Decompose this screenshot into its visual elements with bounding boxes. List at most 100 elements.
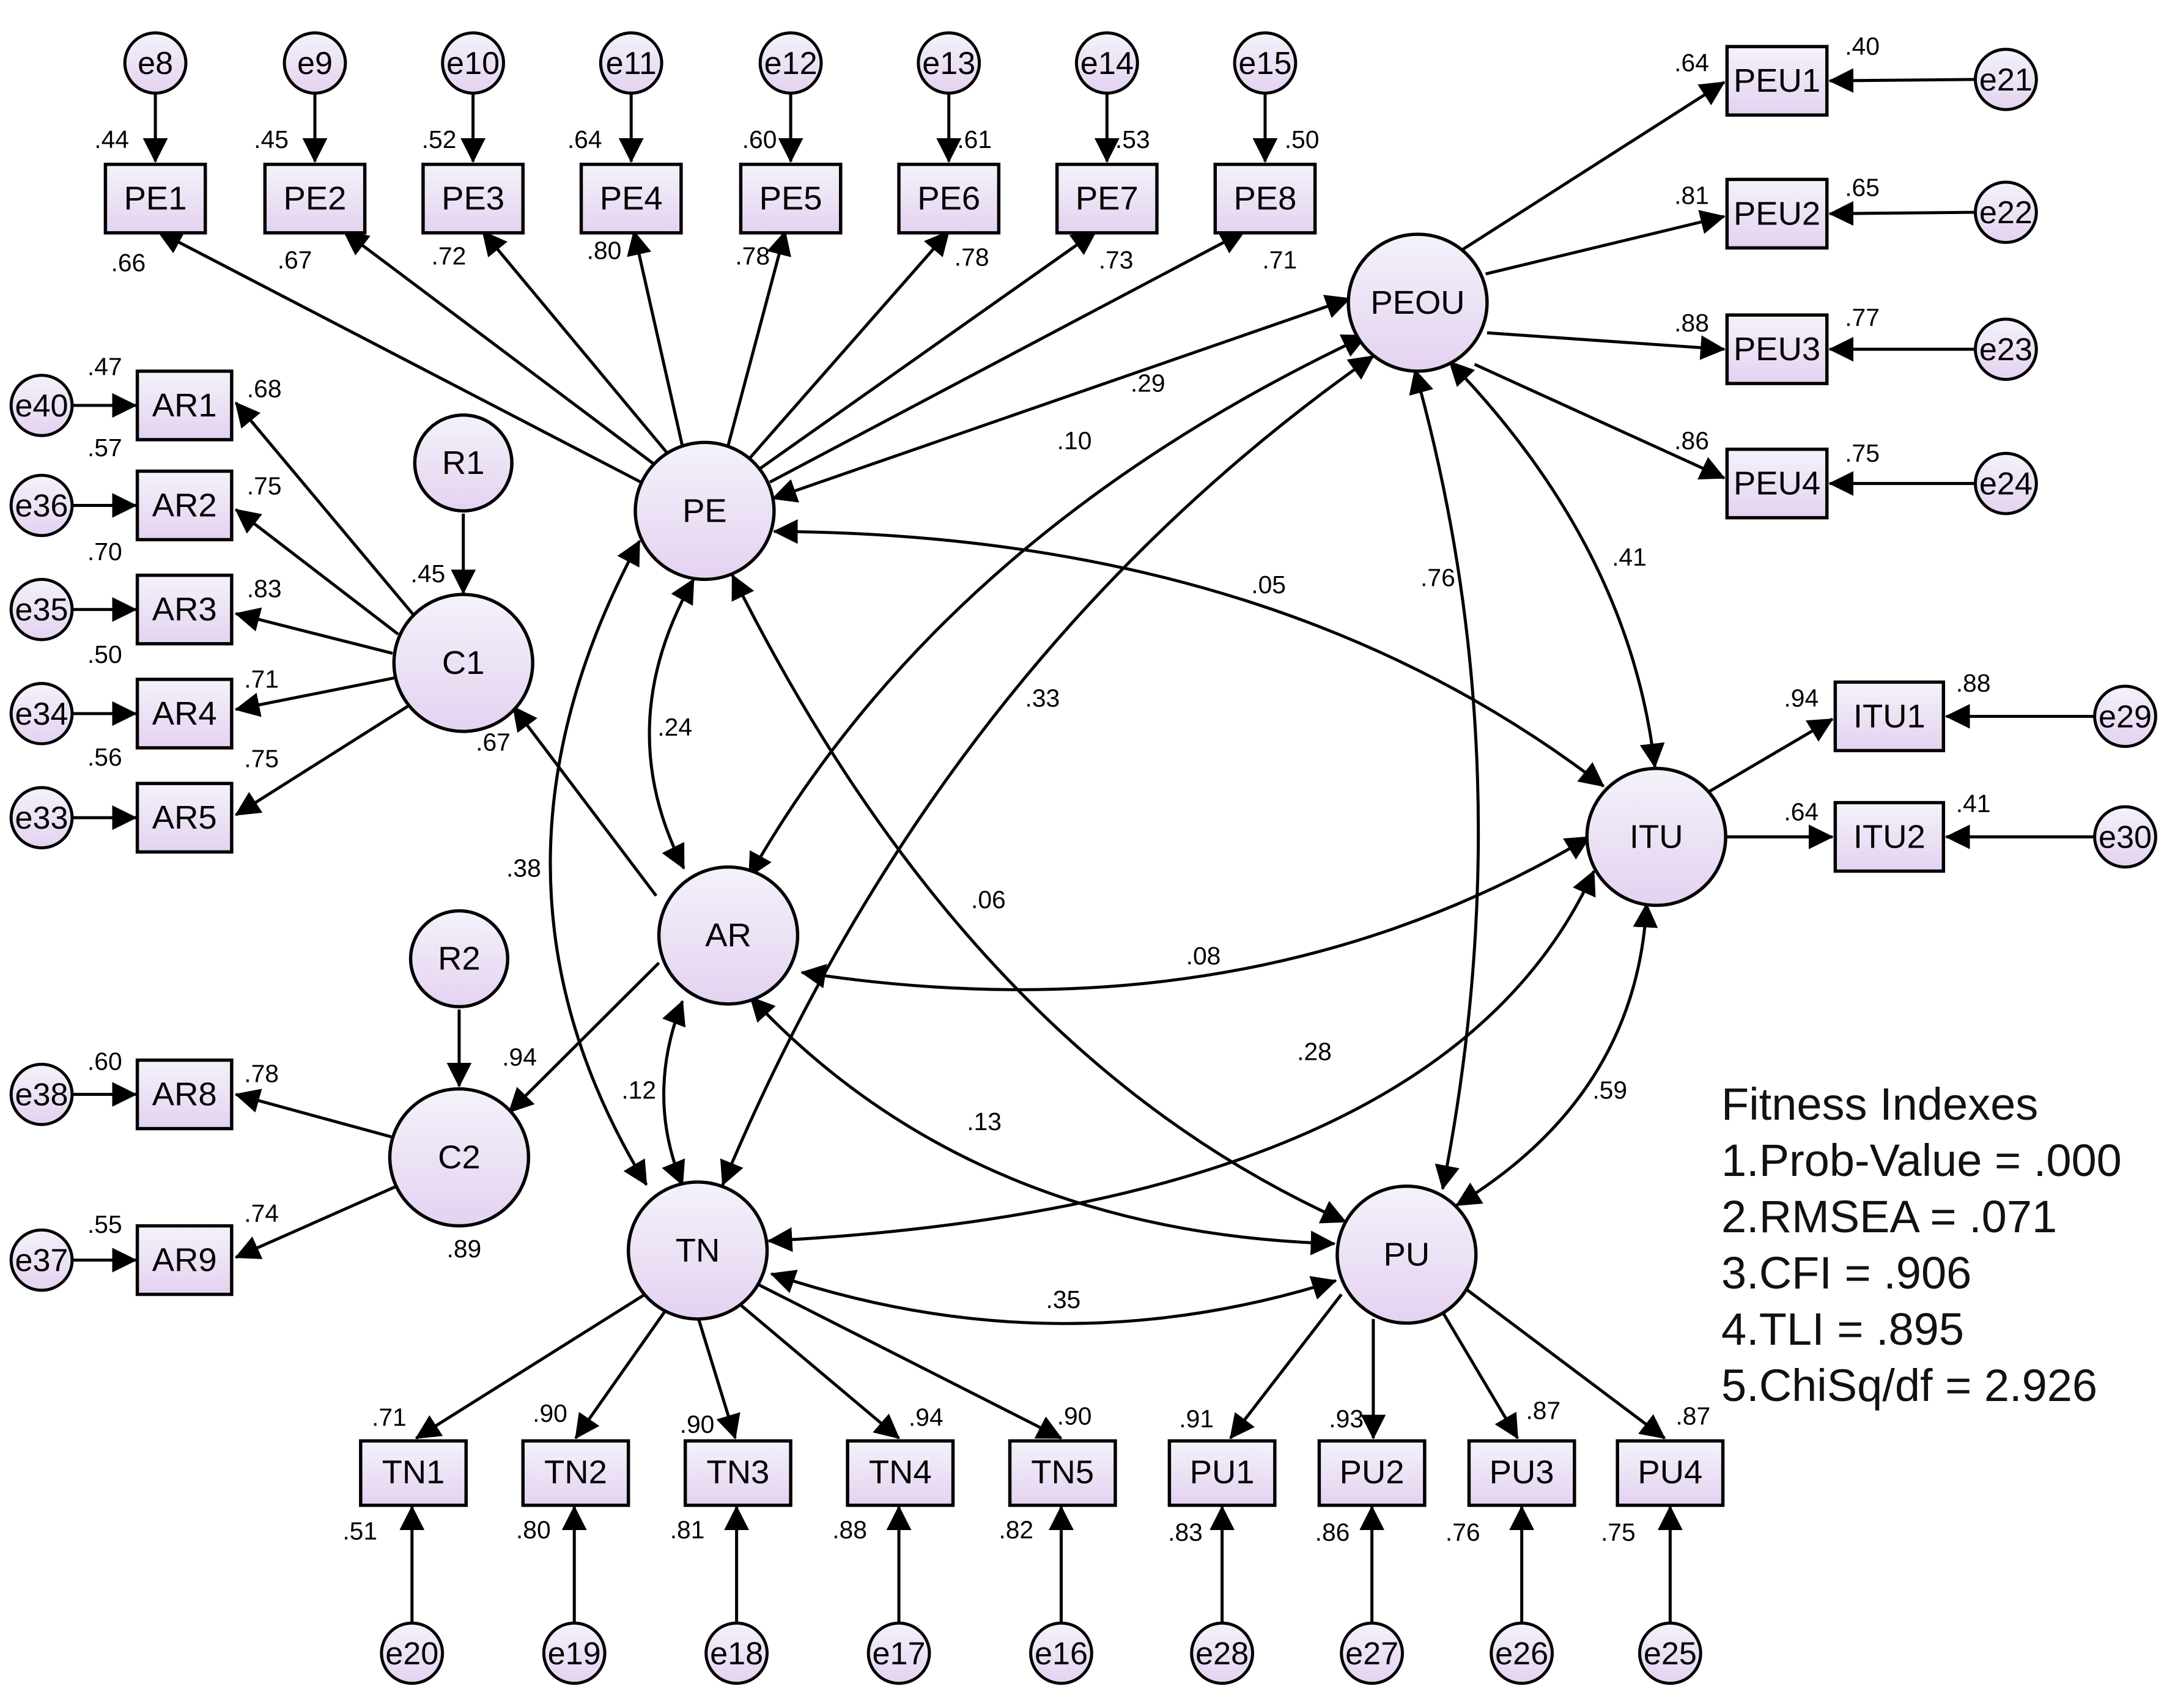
coef-pe8-r2: .50 — [1285, 125, 1320, 153]
error-e23 — [1973, 317, 2038, 381]
label-ar8: AR8 — [152, 1076, 217, 1113]
cov-pe-ar — [648, 578, 695, 870]
label-pu4: PU4 — [1638, 1454, 1702, 1491]
label-e33: e33 — [15, 800, 68, 835]
latent-tn — [626, 1180, 769, 1321]
coef-tn3-load: .90 — [680, 1410, 715, 1438]
path-peou-peu4 — [1474, 363, 1726, 479]
label-e25: e25 — [1644, 1636, 1697, 1671]
path-tn-tn4 — [738, 1303, 900, 1440]
label-pe2: PE2 — [284, 180, 347, 217]
error-e22 — [1973, 180, 2038, 244]
path-c1-ar4 — [234, 676, 394, 717]
coef-peu2-load: .81 — [1674, 182, 1709, 210]
coef-pu4-load: .87 — [1675, 1402, 1710, 1430]
error-e20 — [380, 1621, 445, 1685]
indicator-peu2 — [1725, 177, 1829, 250]
coef-ar3-load: .83 — [247, 575, 282, 603]
coef-ar2-r2: .57 — [87, 434, 122, 462]
fitness-cfi: 3.CFI = .906 — [1721, 1248, 1972, 1298]
residual-r2 — [408, 909, 510, 1008]
coef-cov-pe-pu: .06 — [971, 885, 1006, 914]
indicator-pe4 — [579, 163, 683, 235]
cov-peou-pu — [1409, 368, 1480, 1191]
indicator-ar5 — [135, 782, 234, 854]
error-e35 — [9, 577, 74, 641]
path-tn-tn1 — [415, 1293, 646, 1440]
coef-pu1-load: .91 — [1179, 1405, 1214, 1433]
indicator-ar2 — [135, 469, 234, 542]
error-e18 — [704, 1621, 769, 1685]
coef-pu3-load: .87 — [1526, 1397, 1560, 1425]
coef-pu3-r2: .76 — [1446, 1518, 1480, 1547]
cov-peou-tn — [720, 355, 1375, 1186]
indicator-pe6 — [897, 163, 1001, 235]
path-e22-peu2 — [1828, 201, 1974, 226]
path-c1-ar3 — [234, 607, 393, 655]
label-pu: PU — [1384, 1237, 1430, 1273]
indicator-ar1 — [135, 369, 234, 442]
label-e22: e22 — [1979, 194, 2033, 230]
label-tn3: TN3 — [706, 1454, 769, 1491]
indicator-pe8 — [1213, 163, 1317, 235]
coef-ar5-load: .75 — [244, 745, 279, 773]
label-ar3: AR3 — [152, 591, 217, 628]
coef-peu4-load: .86 — [1674, 427, 1709, 455]
coef-cov-peou-pu: .76 — [1420, 564, 1455, 592]
label-itu2: ITU2 — [1853, 819, 1926, 856]
path-peou-peu1 — [1455, 81, 1726, 255]
label-e17: e17 — [873, 1636, 926, 1671]
coef-ar9-load: .74 — [244, 1199, 279, 1227]
fitness-chisq-df: 5.ChiSq/df = 2.926 — [1721, 1360, 2098, 1411]
coef-pe3-load: .72 — [432, 242, 467, 270]
label-pu3: PU3 — [1490, 1454, 1554, 1491]
coef-peu2-r2: .65 — [1845, 174, 1880, 202]
label-e30: e30 — [2099, 819, 2152, 855]
label-peou: PEOU — [1370, 284, 1464, 321]
path-c1-ar1 — [234, 401, 416, 618]
path-tn-tn3 — [696, 1315, 740, 1440]
label-tn4: TN4 — [869, 1454, 932, 1491]
error-e9 — [283, 31, 347, 95]
coef-tn1-load: .71 — [372, 1403, 407, 1432]
latent-c2 — [388, 1087, 531, 1228]
indicator-peu4 — [1725, 447, 1829, 520]
coef-c1-load: .67 — [476, 728, 511, 756]
coef-peu4-r2: .75 — [1845, 439, 1880, 467]
coef-cov-peou-itu: .41 — [1612, 543, 1647, 571]
coef-cov-ar-pu: .13 — [967, 1107, 1002, 1136]
label-e19: e19 — [548, 1636, 601, 1671]
label-pe5: PE5 — [759, 180, 822, 217]
coef-pu2-load: .93 — [1329, 1405, 1364, 1433]
path-pe-pe2 — [342, 230, 657, 467]
latent-c1 — [392, 593, 534, 733]
path-pu-pu4 — [1466, 1288, 1666, 1440]
coef-ar1-load: .68 — [247, 375, 282, 403]
label-pe8: PE8 — [1234, 180, 1297, 217]
cov-tn-pu — [770, 1270, 1337, 1325]
error-e24 — [1973, 451, 2038, 516]
label-tn2: TN2 — [544, 1454, 607, 1491]
indicator-tn2 — [521, 1439, 630, 1507]
label-e24: e24 — [1979, 466, 2033, 501]
coef-pe1-r2: .44 — [94, 125, 129, 153]
path-pe-pe6 — [748, 230, 950, 460]
cov-pe-itu — [772, 519, 1605, 788]
coef-ar4-load: .71 — [244, 665, 279, 693]
indicator-itu2 — [1833, 800, 1946, 873]
coef-ar9-r2: .55 — [87, 1210, 122, 1238]
label-e28: e28 — [1195, 1636, 1249, 1671]
label-peu3: PEU3 — [1734, 331, 1820, 368]
path-c1-ar5 — [234, 704, 410, 816]
label-e23: e23 — [1979, 331, 2033, 367]
error-e26 — [1490, 1621, 1554, 1685]
coef-pu4-r2: .75 — [1601, 1518, 1636, 1547]
cov-ar-pu — [749, 996, 1336, 1255]
error-e15 — [1233, 31, 1298, 95]
label-e18: e18 — [710, 1636, 763, 1671]
coef-cov-pe-tn: .38 — [506, 854, 541, 882]
error-e19 — [542, 1621, 607, 1685]
indicator-pe2 — [263, 163, 367, 235]
indicator-pu4 — [1616, 1439, 1725, 1507]
fitness-indexes-panel: Fitness Indexes 1.Prob-Value = .000 2.RM… — [1721, 1076, 2149, 1414]
